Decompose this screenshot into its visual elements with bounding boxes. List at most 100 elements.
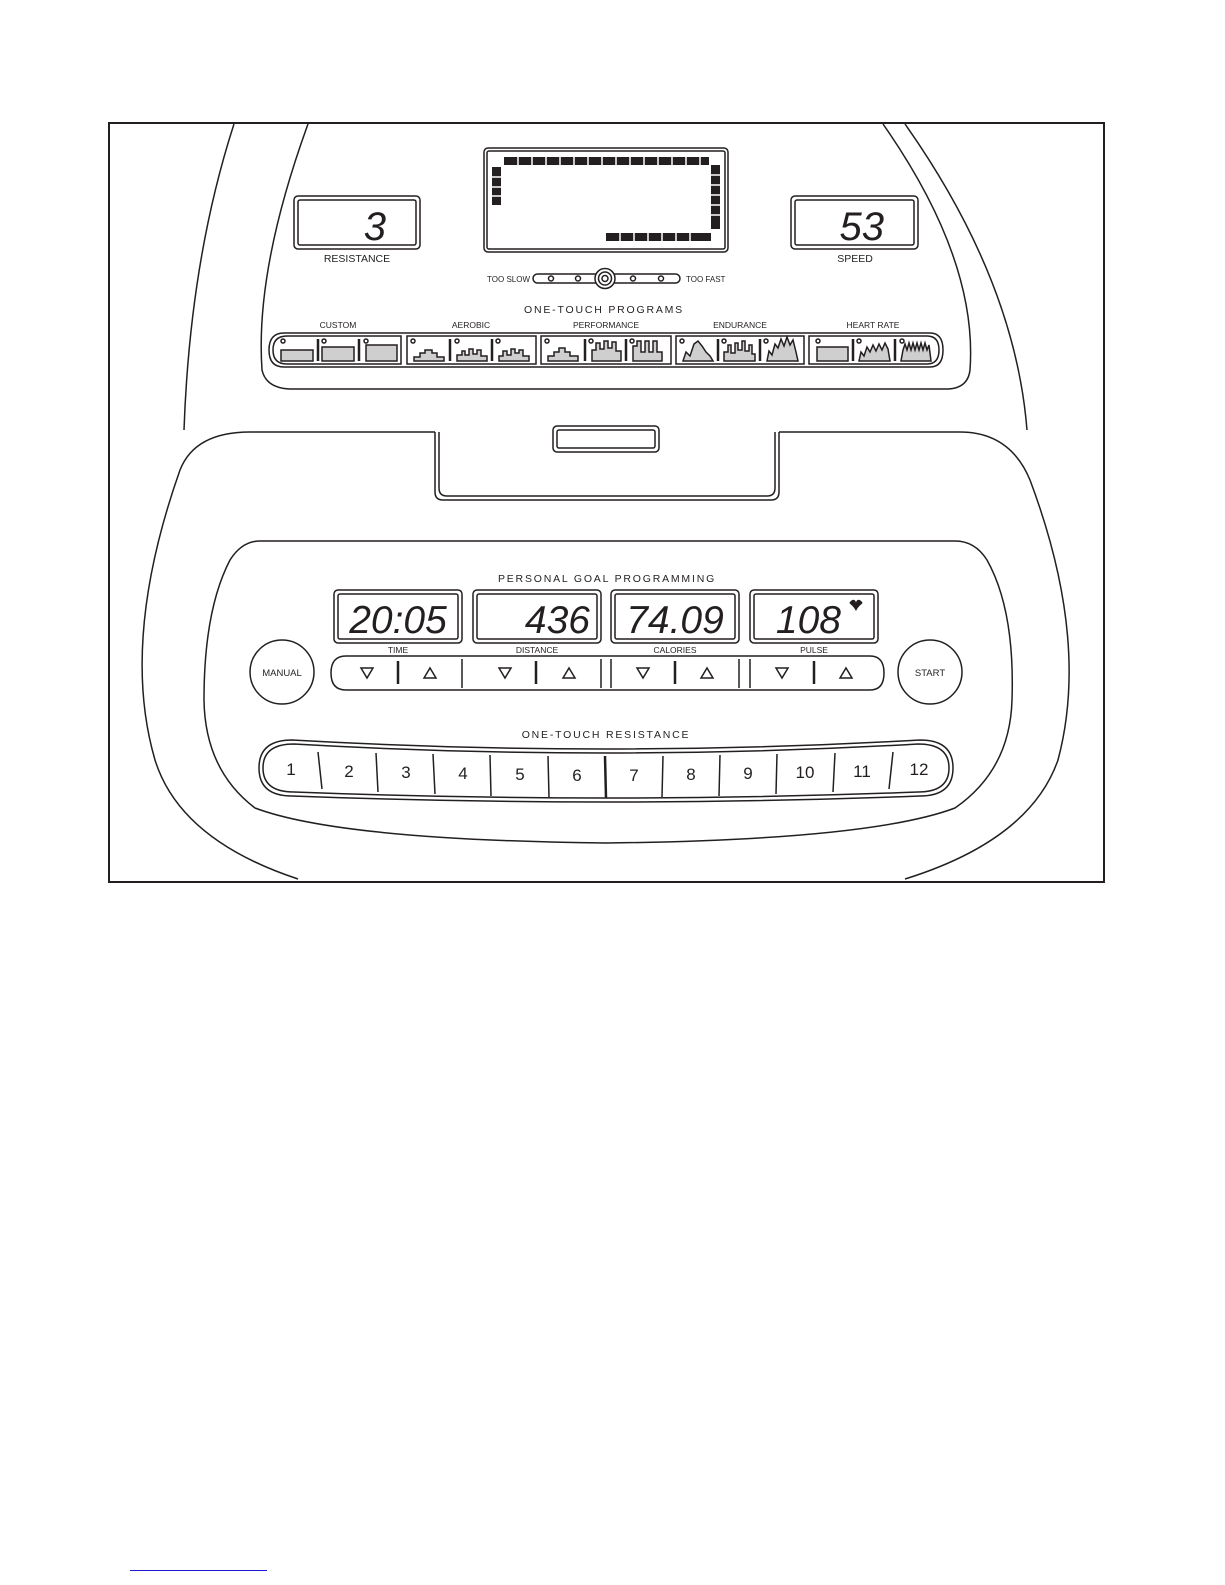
programs-title: ONE-TOUCH PROGRAMS — [524, 304, 684, 316]
program-button-performance-2[interactable] — [589, 339, 621, 361]
program-button-custom-1[interactable] — [281, 339, 313, 361]
distance-up-button[interactable] — [563, 668, 575, 678]
goal-window-time: 20:05 TIME — [334, 590, 462, 655]
time-down-button[interactable] — [361, 668, 373, 678]
goal-window-calories: 74.09 CALORIES — [611, 590, 739, 655]
program-button-performance-3[interactable] — [630, 339, 662, 361]
resistance-level-11[interactable]: 11 — [853, 762, 871, 781]
calories-up-button[interactable] — [701, 668, 713, 678]
resistance-level-10[interactable]: 10 — [796, 763, 815, 782]
pyramid-profile-icon — [548, 348, 578, 361]
heart-rate-profile-icon — [901, 343, 931, 361]
program-button-custom-2[interactable] — [322, 339, 354, 361]
pace-indicator: TOO SLOW TOO FAST — [487, 269, 725, 289]
program-button-heart-rate-1[interactable] — [816, 339, 848, 361]
program-group-endurance: ENDURANCE — [713, 320, 767, 330]
resistance-level-1[interactable]: 1 — [286, 760, 295, 779]
goal-window-distance: 436 DISTANCE — [473, 590, 601, 655]
time-value: 20:05 — [348, 599, 447, 642]
speed-value: 53 — [840, 205, 885, 249]
calories-down-button[interactable] — [637, 668, 649, 678]
goal-arrow-strip — [331, 656, 884, 690]
upper-console: 3 RESISTANCE 53 SPEED TOO SLOW TOO FAST … — [184, 124, 1027, 430]
resistance-level-6[interactable]: 6 — [572, 766, 581, 785]
heart-icon — [850, 600, 863, 611]
flat-profile-icon — [366, 345, 397, 361]
too-fast-label: TOO FAST — [686, 275, 726, 284]
program-group-custom: CUSTOM — [320, 320, 357, 330]
triangle-up-icon — [840, 668, 852, 678]
pulse-down-button[interactable] — [776, 668, 788, 678]
step-profile-icon — [414, 350, 444, 361]
program-button-performance-1[interactable] — [545, 339, 578, 361]
program-button-heart-rate-2[interactable] — [857, 339, 890, 361]
pulse-up-button[interactable] — [840, 668, 852, 678]
distance-down-button[interactable] — [499, 668, 511, 678]
resistance-level-2[interactable]: 2 — [344, 762, 353, 781]
time-label: TIME — [388, 645, 409, 655]
goal-title: PERSONAL GOAL PROGRAMMING — [498, 573, 716, 585]
resistance-level-3[interactable]: 3 — [401, 763, 410, 782]
triangle-up-icon — [701, 668, 713, 678]
resistance-value: 3 — [364, 205, 386, 249]
pulse-label: PULSE — [800, 645, 828, 655]
hill-profile-icon — [683, 341, 713, 361]
program-group-aerobic: AEROBIC — [452, 320, 490, 330]
resistance-level-9[interactable]: 9 — [743, 764, 752, 783]
triangle-down-icon — [361, 668, 373, 678]
goal-window-pulse: 108 PULSE — [750, 590, 878, 655]
triangle-down-icon — [776, 668, 788, 678]
resistance-level-5[interactable]: 5 — [515, 765, 524, 784]
program-button-endurance-3[interactable] — [764, 337, 798, 361]
program-button-aerobic-1[interactable] — [411, 339, 444, 361]
flat-profile-icon — [322, 347, 354, 361]
distance-label: DISTANCE — [516, 645, 559, 655]
hill-profile-icon — [767, 337, 798, 361]
triangle-down-icon — [499, 668, 511, 678]
program-group-labels: CUSTOM AEROBIC PERFORMANCE ENDURANCE HEA… — [320, 320, 900, 330]
hill-profile-icon — [724, 341, 755, 361]
interval-profile-icon — [592, 341, 621, 361]
calories-label: CALORIES — [654, 645, 697, 655]
program-group-performance: PERFORMANCE — [573, 320, 639, 330]
program-button-heart-rate-3[interactable] — [900, 339, 931, 361]
resistance-window — [294, 196, 420, 249]
step-profile-icon — [499, 349, 529, 361]
resistance-level-8[interactable]: 8 — [686, 765, 695, 784]
interval-profile-icon — [633, 341, 662, 361]
speed-label: SPEED — [837, 253, 873, 265]
footer-link-underline[interactable] — [130, 1570, 267, 1571]
resistance-level-4[interactable]: 4 — [458, 764, 467, 783]
resistance-level-buttons: 1 2 3 4 5 6 7 8 9 10 11 12 — [286, 760, 928, 785]
pulse-value: 108 — [776, 599, 841, 642]
triangle-up-icon — [563, 668, 575, 678]
flat-profile-icon — [281, 350, 313, 361]
bridge-outline — [435, 432, 779, 500]
distance-value: 436 — [525, 599, 590, 642]
time-up-button[interactable] — [424, 668, 436, 678]
triangle-down-icon — [637, 668, 649, 678]
flat-profile-icon — [817, 347, 848, 361]
program-button-endurance-2[interactable] — [722, 339, 755, 361]
resistance-level-12[interactable]: 12 — [910, 760, 929, 779]
manual-label: MANUAL — [262, 668, 302, 679]
resistance-title: ONE-TOUCH RESISTANCE — [522, 729, 691, 741]
center-bridge — [435, 426, 779, 500]
calories-value: 74.09 — [626, 599, 724, 642]
step-profile-icon — [457, 349, 487, 361]
manual-button[interactable]: MANUAL — [250, 640, 314, 704]
too-slow-label: TOO SLOW — [487, 275, 530, 284]
resistance-label: RESISTANCE — [324, 253, 390, 265]
program-button-custom-3[interactable] — [364, 339, 397, 361]
program-button-aerobic-3[interactable] — [496, 339, 529, 361]
heart-rate-profile-icon — [859, 343, 890, 361]
start-button[interactable]: START — [898, 640, 962, 704]
program-button-aerobic-2[interactable] — [455, 339, 487, 361]
resistance-level-7[interactable]: 7 — [629, 766, 638, 785]
matrix-profile — [492, 157, 720, 241]
start-label: START — [915, 668, 945, 679]
triangle-up-icon — [424, 668, 436, 678]
program-button-endurance-1[interactable] — [680, 339, 713, 361]
lower-console: PERSONAL GOAL PROGRAMMING 20:05 TIME 436… — [142, 432, 1069, 879]
